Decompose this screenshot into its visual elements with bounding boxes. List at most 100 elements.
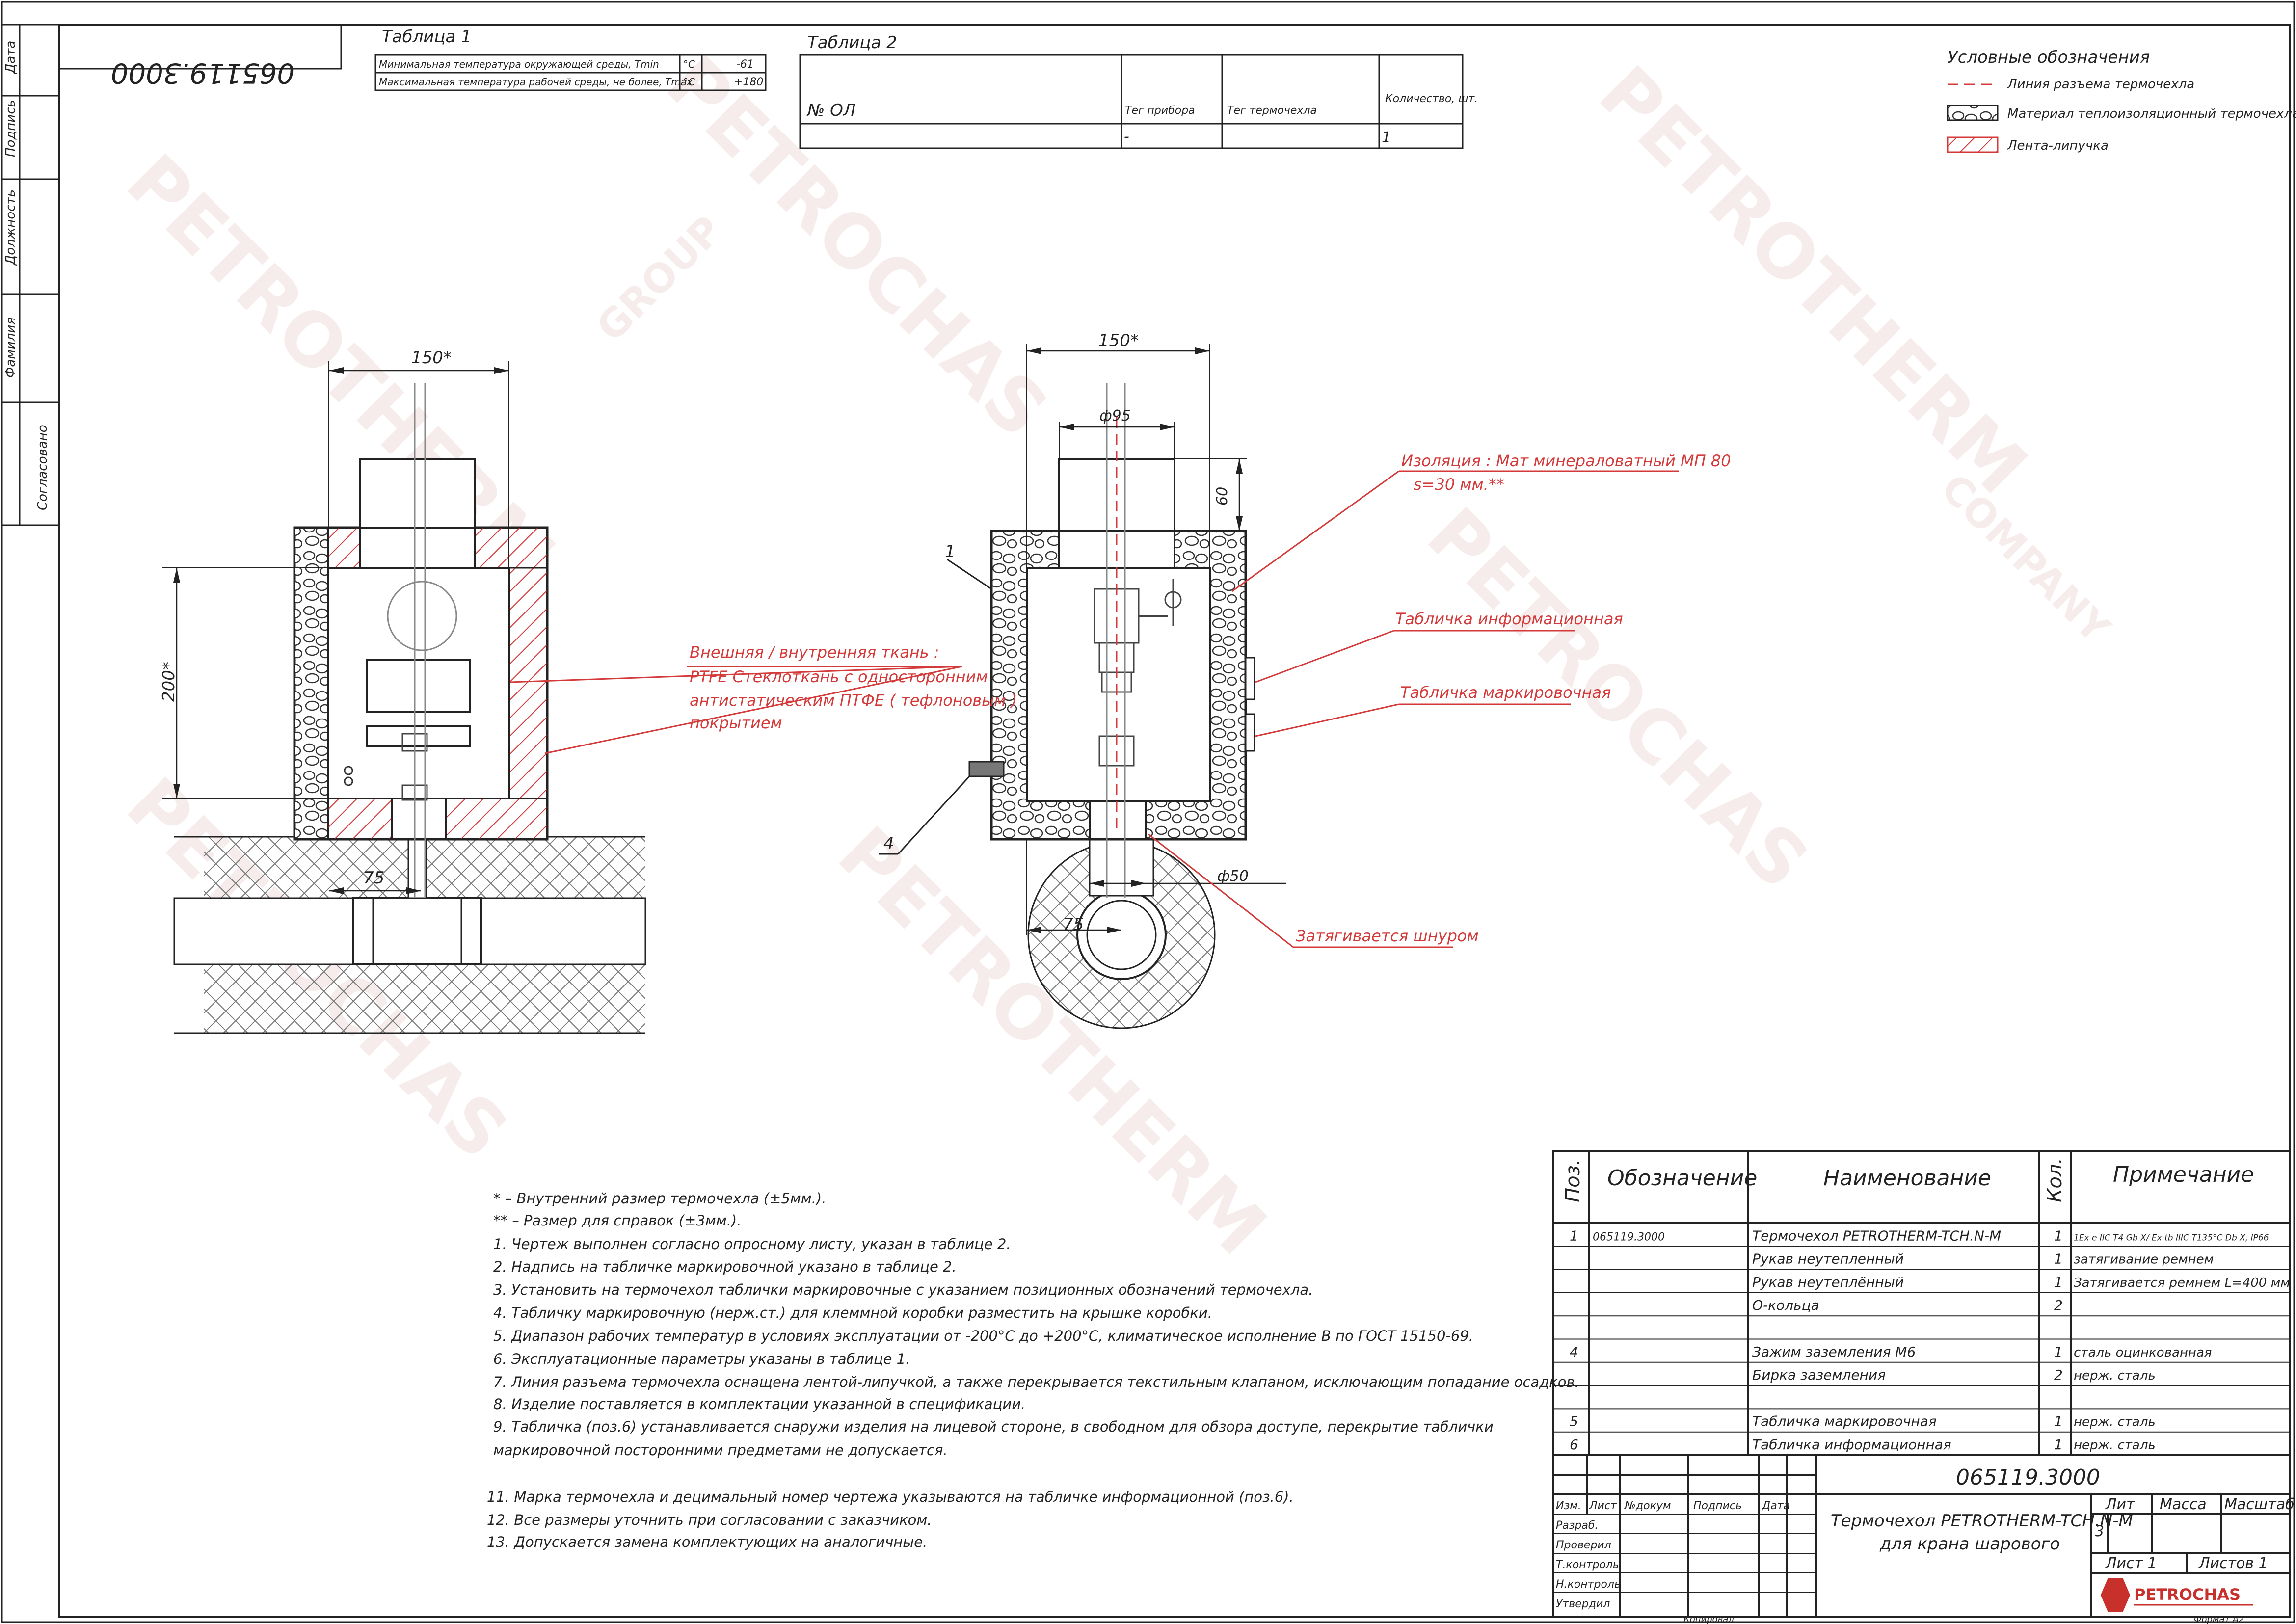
left-view: [162, 361, 646, 1034]
spec-cell-note: нерж. сталь: [2074, 1438, 2156, 1453]
tb-name-line1: Термочехол PETROTHERM-TCH.N-M: [1831, 1511, 2133, 1531]
spec-header-designation: Обозначение: [1607, 1166, 1757, 1191]
right-view: [968, 344, 1286, 1029]
note-line: 1. Чертеж выполнен согласно опросному ли…: [493, 1236, 1011, 1252]
dim-d50: ф50: [1217, 868, 1249, 885]
table2-title: Таблица 2: [807, 33, 897, 53]
tb-role: Проверил: [1556, 1539, 1611, 1551]
note-line: ** – Размер для справок (±3мм.).: [493, 1212, 741, 1229]
table2-header-cover-tag: Тег термочехла: [1227, 105, 1317, 117]
spec-cell-note: Затягивается ремнем L=400 мм: [2074, 1276, 2290, 1290]
title-block-thin-lines: [1553, 1514, 1816, 1593]
title-block-grid: [1552, 1454, 2291, 1618]
spec-cell-note: сталь оцинкованная: [2074, 1345, 2212, 1360]
spec-row-lines: [1553, 1246, 2290, 1433]
note-line: 5. Диапазон рабочих температур в условия…: [493, 1328, 1473, 1344]
spec-table-grid: [1552, 1150, 2291, 1456]
tb-lit-label: Лит: [2105, 1496, 2136, 1513]
table2-header-device-tag: Тег прибора: [1125, 105, 1195, 117]
note-line: 13. Допускается замена комплектующих на …: [487, 1534, 927, 1550]
spec-cell-note: 1Ex e IIC T4 Gb X/ Ex tb IIIC T135°C Db …: [2074, 1233, 2269, 1243]
callout-mark-plate: Табличка маркировочная: [1400, 683, 1611, 702]
table1-unit-1: °C: [683, 58, 695, 70]
note-line: * – Внутренний размер термочехла (±5мм.)…: [493, 1190, 826, 1207]
leaders: [879, 559, 992, 855]
side-stamp-surname: Фамилия: [3, 317, 18, 378]
table1-title: Таблица 1: [382, 27, 472, 47]
tb-col-doc: №докум: [1624, 1500, 1671, 1512]
spec-header-qty: Кол.: [2044, 1158, 2066, 1202]
tb-sheet: Лист 1: [2105, 1555, 2157, 1572]
table1-param-2: Максимальная температура рабочей среды, …: [379, 76, 693, 88]
callout-pos4: 4: [883, 834, 894, 853]
table2-header-qty: Количество, шт.: [1385, 93, 1478, 105]
dim-d95: ф95: [1099, 407, 1131, 425]
legend-item-velcro: Лента-липучка: [2007, 138, 2109, 153]
callout-insulation-line1: Изоляция : Мат минераловатный МП 80: [1401, 452, 1731, 470]
spec-cell-designation: 065119.3000: [1593, 1231, 1665, 1243]
dim-200: 200*: [159, 662, 179, 702]
tb-name-line2: для крана шарового: [1879, 1534, 2060, 1554]
spec-cell-note: затягивание ремнем: [2074, 1252, 2214, 1267]
spec-cell-qty: 2: [2054, 1367, 2063, 1383]
red-leaders: [510, 470, 1679, 948]
spec-header-note: Примечание: [2113, 1162, 2254, 1187]
notes: * – Внутренний размер термочехла (±5мм.)…: [487, 1190, 1579, 1550]
spec-cell-qty: 1: [2054, 1344, 2063, 1360]
svg-text:PETROCHAS: PETROCHAS: [2134, 1585, 2241, 1604]
table1-value-2: +180: [734, 76, 763, 88]
spec-cell-name: О-кольца: [1752, 1297, 1819, 1313]
spec-cell-qty: 1: [2054, 1413, 2063, 1430]
note-line: 6. Эксплуатационные параметры указаны в …: [493, 1351, 910, 1367]
spec-cell-name: Зажим заземления М6: [1752, 1344, 1916, 1360]
spec-cell-note: нерж. сталь: [2074, 1415, 2156, 1430]
doc-number-inverted: 065119.3000: [111, 57, 294, 89]
table1-param-1: Минимальная температура окружающей среды…: [379, 58, 659, 70]
spec-cell-pos: 1: [1570, 1227, 1578, 1244]
note-line: 12. Все размеры уточнить при согласовани…: [487, 1512, 932, 1528]
legend-item-split-line: Линия разъема термочехла: [2007, 77, 2194, 92]
callout-insulation-line2: s=30 мм.**: [1414, 475, 1504, 494]
spec-cell-name: Рукав неутеплённый: [1752, 1274, 1904, 1290]
note-line: 3. Установить на термочехол таблички мар…: [493, 1281, 1313, 1298]
svg-text:COMPANY: COMPANY: [1932, 465, 2119, 652]
tb-col-sign: Подпись: [1693, 1500, 1742, 1512]
tb-role: Разраб.: [1556, 1519, 1598, 1532]
side-stamp-agreed: Согласовано: [35, 425, 50, 510]
tb-col-date: Дата: [1762, 1500, 1790, 1512]
spec-cell-qty: 1: [2054, 1251, 2063, 1267]
callout-cord: Затягивается шнуром: [1296, 927, 1479, 945]
tb-role: Т.контроль: [1556, 1559, 1619, 1571]
side-stamp-date: Дата: [3, 41, 18, 74]
note-line: 8. Изделие поставляется в комплектации у…: [493, 1396, 1025, 1412]
spec-header-pos: Поз.: [1562, 1159, 1584, 1202]
spec-cell-name: Табличка маркировочная: [1752, 1413, 1937, 1430]
spec-header-name: Наименование: [1823, 1166, 1991, 1191]
legend-item-insulation: Материал теплоизоляционный термочехла: [2007, 106, 2296, 121]
table1: [374, 54, 767, 91]
spec-cell-pos: 4: [1570, 1344, 1578, 1360]
table2-header-ol: № ОЛ: [806, 101, 856, 120]
spec-cell-qty: 1: [2054, 1437, 2063, 1453]
callout-pos1: 1: [945, 542, 956, 561]
doc-number-box: [58, 24, 342, 70]
callout-fabric-line2: PTFE Стеклоткань с односторонним: [690, 667, 988, 686]
tb-lit-value: 3: [2095, 1523, 2104, 1540]
dim-150-left: 150*: [411, 348, 452, 368]
table1-value-1: -61: [736, 58, 754, 71]
tb-format: Формат А2: [2194, 1614, 2244, 1624]
callout-info-plate: Табличка информационная: [1395, 610, 1623, 628]
spec-cell-qty: 1: [2054, 1274, 2063, 1290]
dim-60: 60: [1214, 487, 1231, 506]
spec-cell-pos: 6: [1570, 1437, 1578, 1453]
table2-cell-device-tag: -: [1124, 128, 1129, 145]
tb-mass-label: Масса: [2160, 1496, 2207, 1513]
note-line: 7. Линия разъема термочехла оснащена лен…: [493, 1374, 1579, 1390]
callout-fabric-line4: покрытием: [690, 714, 782, 732]
spec-cell-name: Бирка заземления: [1752, 1367, 1886, 1383]
tb-col-list: Лист: [1589, 1500, 1617, 1512]
side-stamp-sign: Подпись: [3, 100, 18, 157]
